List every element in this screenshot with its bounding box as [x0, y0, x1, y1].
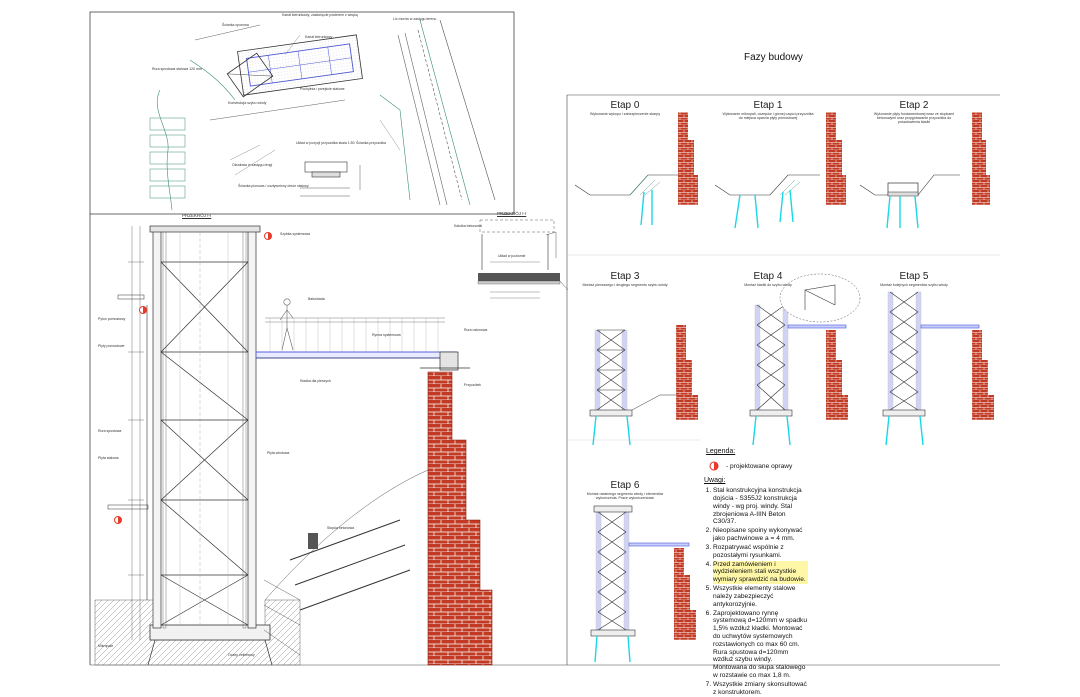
stage-5-desc: Montaż kolejnych segmentów szybu windy	[880, 283, 948, 287]
note-item: Stal konstrukcyjna konstrukcja dojścia -…	[713, 487, 808, 526]
sheet-title: Fazy budowy	[744, 52, 803, 63]
legend-lamp-icon	[709, 461, 719, 471]
stage-6-title: Etap 6	[610, 480, 640, 491]
section-label: Oczep żelbetowy	[228, 653, 255, 657]
section-label: Kalotka betonowa	[454, 224, 482, 228]
stage-5-title: Etap 5	[899, 271, 929, 282]
stage0-drawing	[574, 112, 698, 226]
stage-6-desc: Montaż ostatniego segmentu windy i eleme…	[586, 492, 664, 501]
stage-0-desc: Wykonanie wykopu i zabezpieczenie skarpy	[589, 112, 661, 116]
section-label: Płyta windowa	[267, 451, 290, 455]
notes-block: Uwagi: Stal konstrukcyjna konstrukcja do…	[704, 477, 808, 697]
elevator-tower	[94, 225, 301, 666]
notes-title: Uwagi:	[704, 477, 726, 484]
stage-2-title: Etap 2	[899, 100, 929, 111]
stage-4-title: Etap 4	[753, 271, 783, 282]
section-label: Pylon pomostowy	[98, 317, 126, 321]
lamp-markers	[114, 232, 272, 524]
note-item: Rozpatrywać wspólnie z pozostałymi rysun…	[713, 544, 808, 560]
section-label: Rynna systemowa	[372, 333, 401, 337]
plan-view	[149, 19, 496, 211]
section-label: Stopka betonowa	[327, 526, 355, 530]
foundation-slab	[149, 624, 271, 641]
stage-0-title: Etap 0	[610, 100, 640, 111]
stage-3-title: Etap 3	[610, 271, 640, 282]
stage-1-title: Etap 1	[753, 100, 783, 111]
plan-label: Ścianka oporowa	[222, 23, 249, 27]
plan-label: Ścianka pionowa / usztywniony otwór stal…	[238, 184, 309, 188]
section-label: Płyty pomostowe	[98, 344, 125, 348]
legend-title: Legenda:	[706, 448, 736, 455]
stage-4-desc: Montaż kładki do szybu windy	[744, 283, 792, 287]
drawing-sheet: Fazy budowy PRZEKRÓJ I-I PRZEKRÓJ I-I Et…	[0, 0, 1080, 675]
stage6-drawing	[590, 505, 696, 663]
note-item: Przed zamówieniem i wydzieleniem stali w…	[713, 560, 808, 584]
section-label: Kładka dla pieszych	[300, 379, 331, 383]
plan-label: Rura spustowa stalowa 120 mm	[152, 67, 202, 71]
plan-detail	[300, 161, 361, 197]
plan-frame	[89, 11, 515, 215]
stage-3-desc: Montaż pierwszego i drugiego segmentu sz…	[582, 283, 668, 287]
notes-list: Stal konstrukcyjna konstrukcja dojścia -…	[704, 487, 808, 696]
detail-section	[477, 219, 569, 299]
stage3-drawing	[589, 325, 698, 446]
plan-label: Kanał kierunkowy, zasłonięcie posterem z…	[282, 13, 358, 17]
note-item: Wszystkie zmiany skonsultować z konstruk…	[713, 681, 808, 697]
stage2-drawing	[859, 112, 990, 229]
stage5-drawing	[882, 291, 994, 446]
section-title-1: PRZEKRÓJ I-I	[182, 213, 212, 218]
plan-label: Układ w pozycji przyczółka skala 1:50	[296, 141, 355, 145]
section-label: Rura spustowa	[98, 429, 122, 433]
section-label: Szybka systemowa	[280, 232, 310, 236]
section-label: Układ w poziomie	[498, 254, 526, 258]
legend-item: - projektowane oprawy	[726, 463, 793, 470]
plan-label: Pochylnia i przejście stalowe	[300, 87, 345, 91]
section-title-2: PRZEKRÓJ I-I	[497, 211, 527, 216]
section-label: Mikropale	[98, 644, 114, 648]
note-item: Wszystkie elementy stalowe należy zabezp…	[713, 585, 808, 608]
section-label: Płyta stalowa	[98, 456, 119, 460]
walkway-bridge	[255, 298, 470, 656]
stage4-drawing	[749, 273, 861, 446]
section-label: Przyczółek	[464, 383, 481, 387]
note-item: Nieopisane spoiny wykonywać jako pachwin…	[713, 527, 808, 543]
note-item: Zaprojektowano rynnę systemową d=120mm w…	[713, 610, 808, 680]
brick-wall-main	[427, 371, 493, 666]
section-label: Rura osłonowa	[464, 328, 488, 332]
plan-label: Obudowa w zasięgu drogi	[232, 163, 273, 167]
plan-label: Ścianka przyczółka	[356, 141, 386, 145]
stage1-drawing	[714, 112, 846, 229]
stage-1-desc: Wykonanie mikropali, oczepów i górnej cz…	[722, 112, 814, 121]
person-figure	[279, 298, 294, 351]
plan-label: Konstrukcja szybu windy	[228, 101, 267, 105]
stage-2-desc: Wykonanie płyty fundamentowej wraz ze st…	[873, 112, 955, 125]
plan-label: Lic murów w zasięgu terenu	[393, 17, 437, 21]
plan-label: Kanał kierunkowy	[305, 35, 333, 39]
section-label: Balustrada	[308, 297, 325, 301]
technical-drawing	[89, 11, 1000, 666]
